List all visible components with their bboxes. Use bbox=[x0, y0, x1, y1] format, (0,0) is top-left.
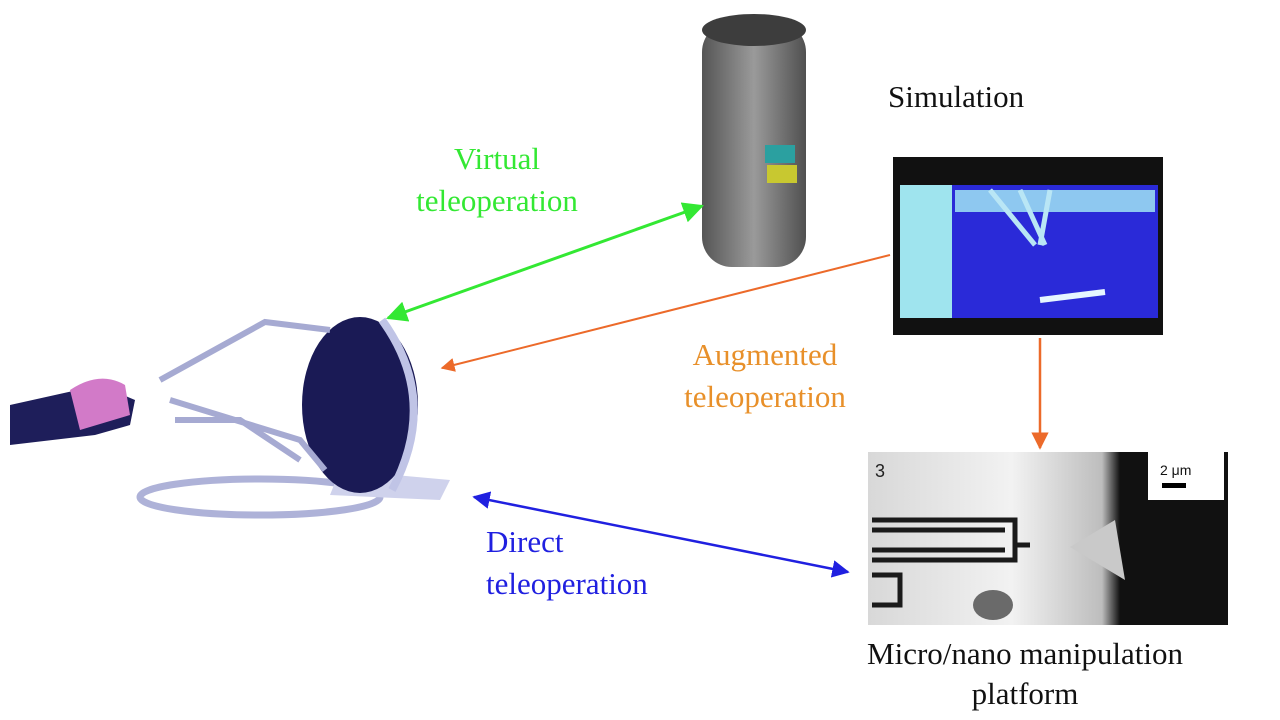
platform-label-line2: platform bbox=[971, 676, 1079, 711]
sem-micrograph: 3 2 μm bbox=[868, 452, 1228, 625]
direct-teleoperation-label: Direct teleoperation bbox=[486, 521, 648, 605]
virtual-label-line1: Virtual bbox=[454, 141, 540, 176]
virtual-teleoperation-label: Virtual teleoperation bbox=[372, 138, 622, 222]
augmented-label-line2: teleoperation bbox=[684, 379, 846, 414]
virtual-teleoperation-arrow bbox=[386, 202, 704, 322]
scale-bar-label: 2 μm bbox=[1160, 462, 1191, 478]
augmented-label-line1: Augmented bbox=[692, 337, 838, 372]
augmented-teleoperation-label: Augmented teleoperation bbox=[640, 334, 890, 418]
nanostructure-model bbox=[702, 14, 806, 267]
simulation-monitor bbox=[893, 157, 1163, 335]
direct-label-line2: teleoperation bbox=[486, 566, 648, 601]
haptic-device bbox=[10, 317, 450, 519]
simulation-label: Simulation bbox=[888, 79, 1025, 114]
virtual-label-line2: teleoperation bbox=[416, 183, 578, 218]
direct-teleoperation-arrow bbox=[472, 491, 850, 578]
panel-number: 3 bbox=[875, 461, 885, 481]
platform-label: Micro/nano manipulation platform bbox=[775, 634, 1275, 714]
augmented-teleoperation-arrow bbox=[440, 254, 891, 372]
direct-label-line1: Direct bbox=[486, 524, 564, 559]
platform-label-line1: Micro/nano manipulation bbox=[867, 636, 1183, 671]
